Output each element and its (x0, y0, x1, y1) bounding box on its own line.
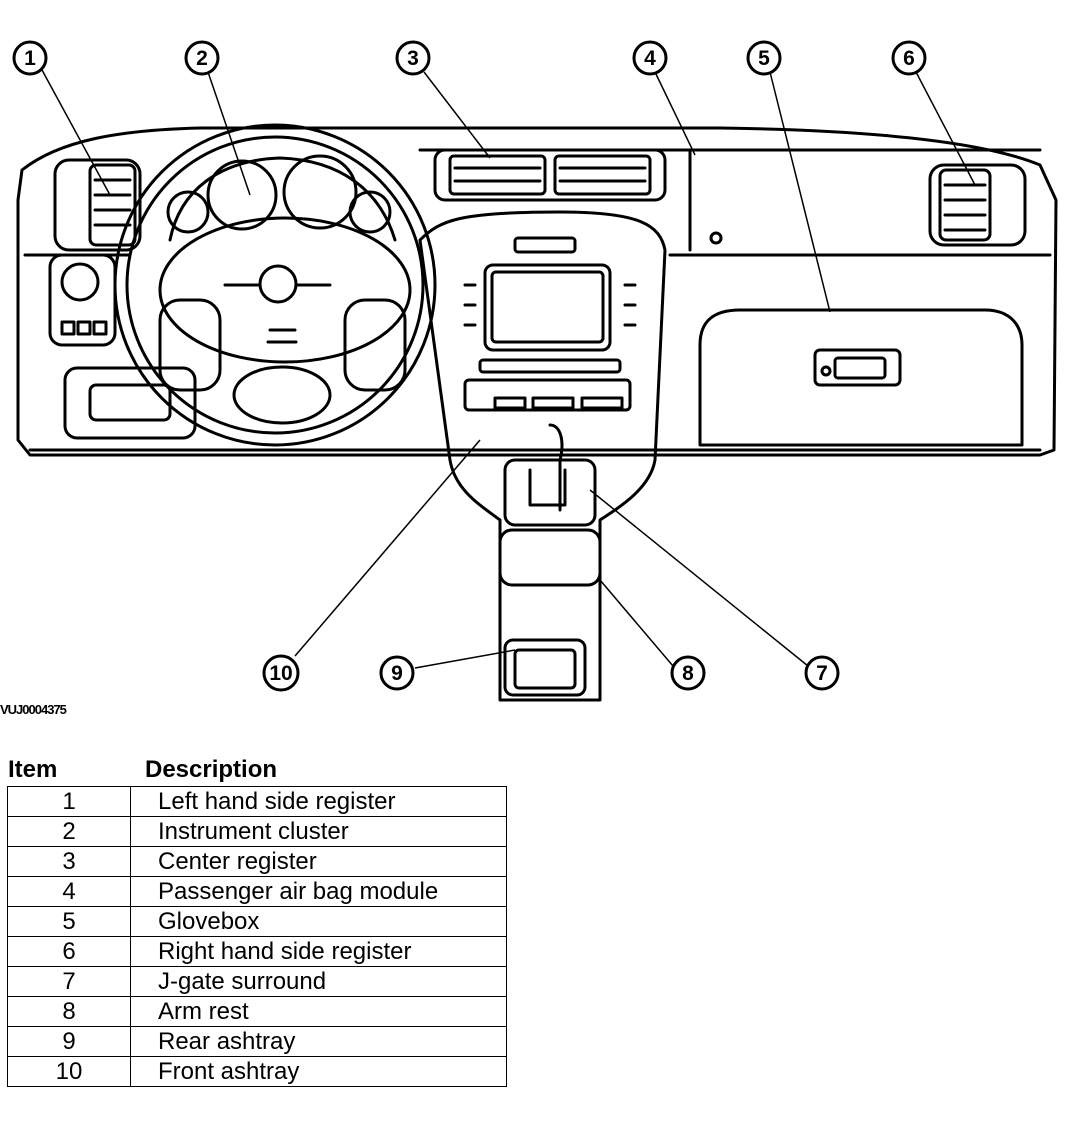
item-number: 9 (7, 1026, 131, 1057)
callout-3: 3 (395, 40, 431, 76)
item-number: 4 (7, 876, 131, 907)
item-description: Passenger air bag module (130, 876, 507, 907)
callout-5: 5 (746, 40, 782, 76)
svg-text:9: 9 (391, 662, 403, 685)
right-register-shape (928, 163, 1027, 247)
lower-left-bin-shape (63, 366, 197, 440)
item-description: Front ashtray (130, 1056, 507, 1087)
figure-code: VUJ0004375 (0, 702, 67, 717)
item-description: Instrument cluster (130, 816, 507, 847)
item-description: Rear ashtray (130, 1026, 507, 1057)
svg-text:2: 2 (196, 47, 208, 70)
svg-text:3: 3 (407, 47, 419, 70)
item-description: Arm rest (130, 996, 507, 1027)
center-console-shape (418, 210, 667, 702)
column-header-item: Item (8, 756, 58, 783)
glovebox-shape (698, 308, 1024, 447)
arm-rest-shape (498, 528, 602, 587)
item-description: Center register (130, 846, 507, 877)
callout-2: 2 (184, 40, 220, 76)
item-description: Glovebox (130, 906, 507, 937)
item-description: Right hand side register (130, 936, 507, 967)
svg-text:8: 8 (682, 662, 694, 685)
svg-text:10: 10 (269, 662, 292, 685)
item-number: 2 (7, 816, 131, 847)
dashboard-outline (16, 126, 1058, 457)
callout-4: 4 (632, 40, 668, 76)
item-number: 7 (7, 966, 131, 997)
steering-wheel-shape (113, 123, 437, 447)
item-number: 3 (7, 846, 131, 877)
center-register-shape (433, 148, 667, 202)
item-description: Left hand side register (130, 786, 507, 817)
callout-7: 7 (804, 655, 840, 691)
rear-ashtray-shape (503, 638, 587, 697)
dashboard-diagram: 1 2 3 4 5 6 7 8 9 10 (12, 40, 1058, 702)
svg-text:7: 7 (816, 662, 828, 685)
item-number: 8 (7, 996, 131, 1027)
callout-1: 1 (12, 40, 48, 76)
svg-text:5: 5 (758, 47, 770, 70)
callout-9: 9 (379, 655, 415, 691)
item-description: J-gate surround (130, 966, 507, 997)
svg-text:6: 6 (903, 47, 915, 70)
callout-6: 6 (891, 40, 927, 76)
svg-text:4: 4 (644, 47, 656, 70)
light-switch-shape (48, 253, 117, 347)
instrument-cluster-shape (166, 154, 397, 242)
item-number: 5 (7, 906, 131, 937)
item-number: 1 (7, 786, 131, 817)
column-header-description: Description (145, 756, 278, 783)
callout-8: 8 (670, 655, 706, 691)
item-number: 6 (7, 936, 131, 967)
svg-text:1: 1 (24, 47, 36, 70)
item-number: 10 (7, 1056, 131, 1087)
callout-10: 10 (262, 654, 300, 692)
